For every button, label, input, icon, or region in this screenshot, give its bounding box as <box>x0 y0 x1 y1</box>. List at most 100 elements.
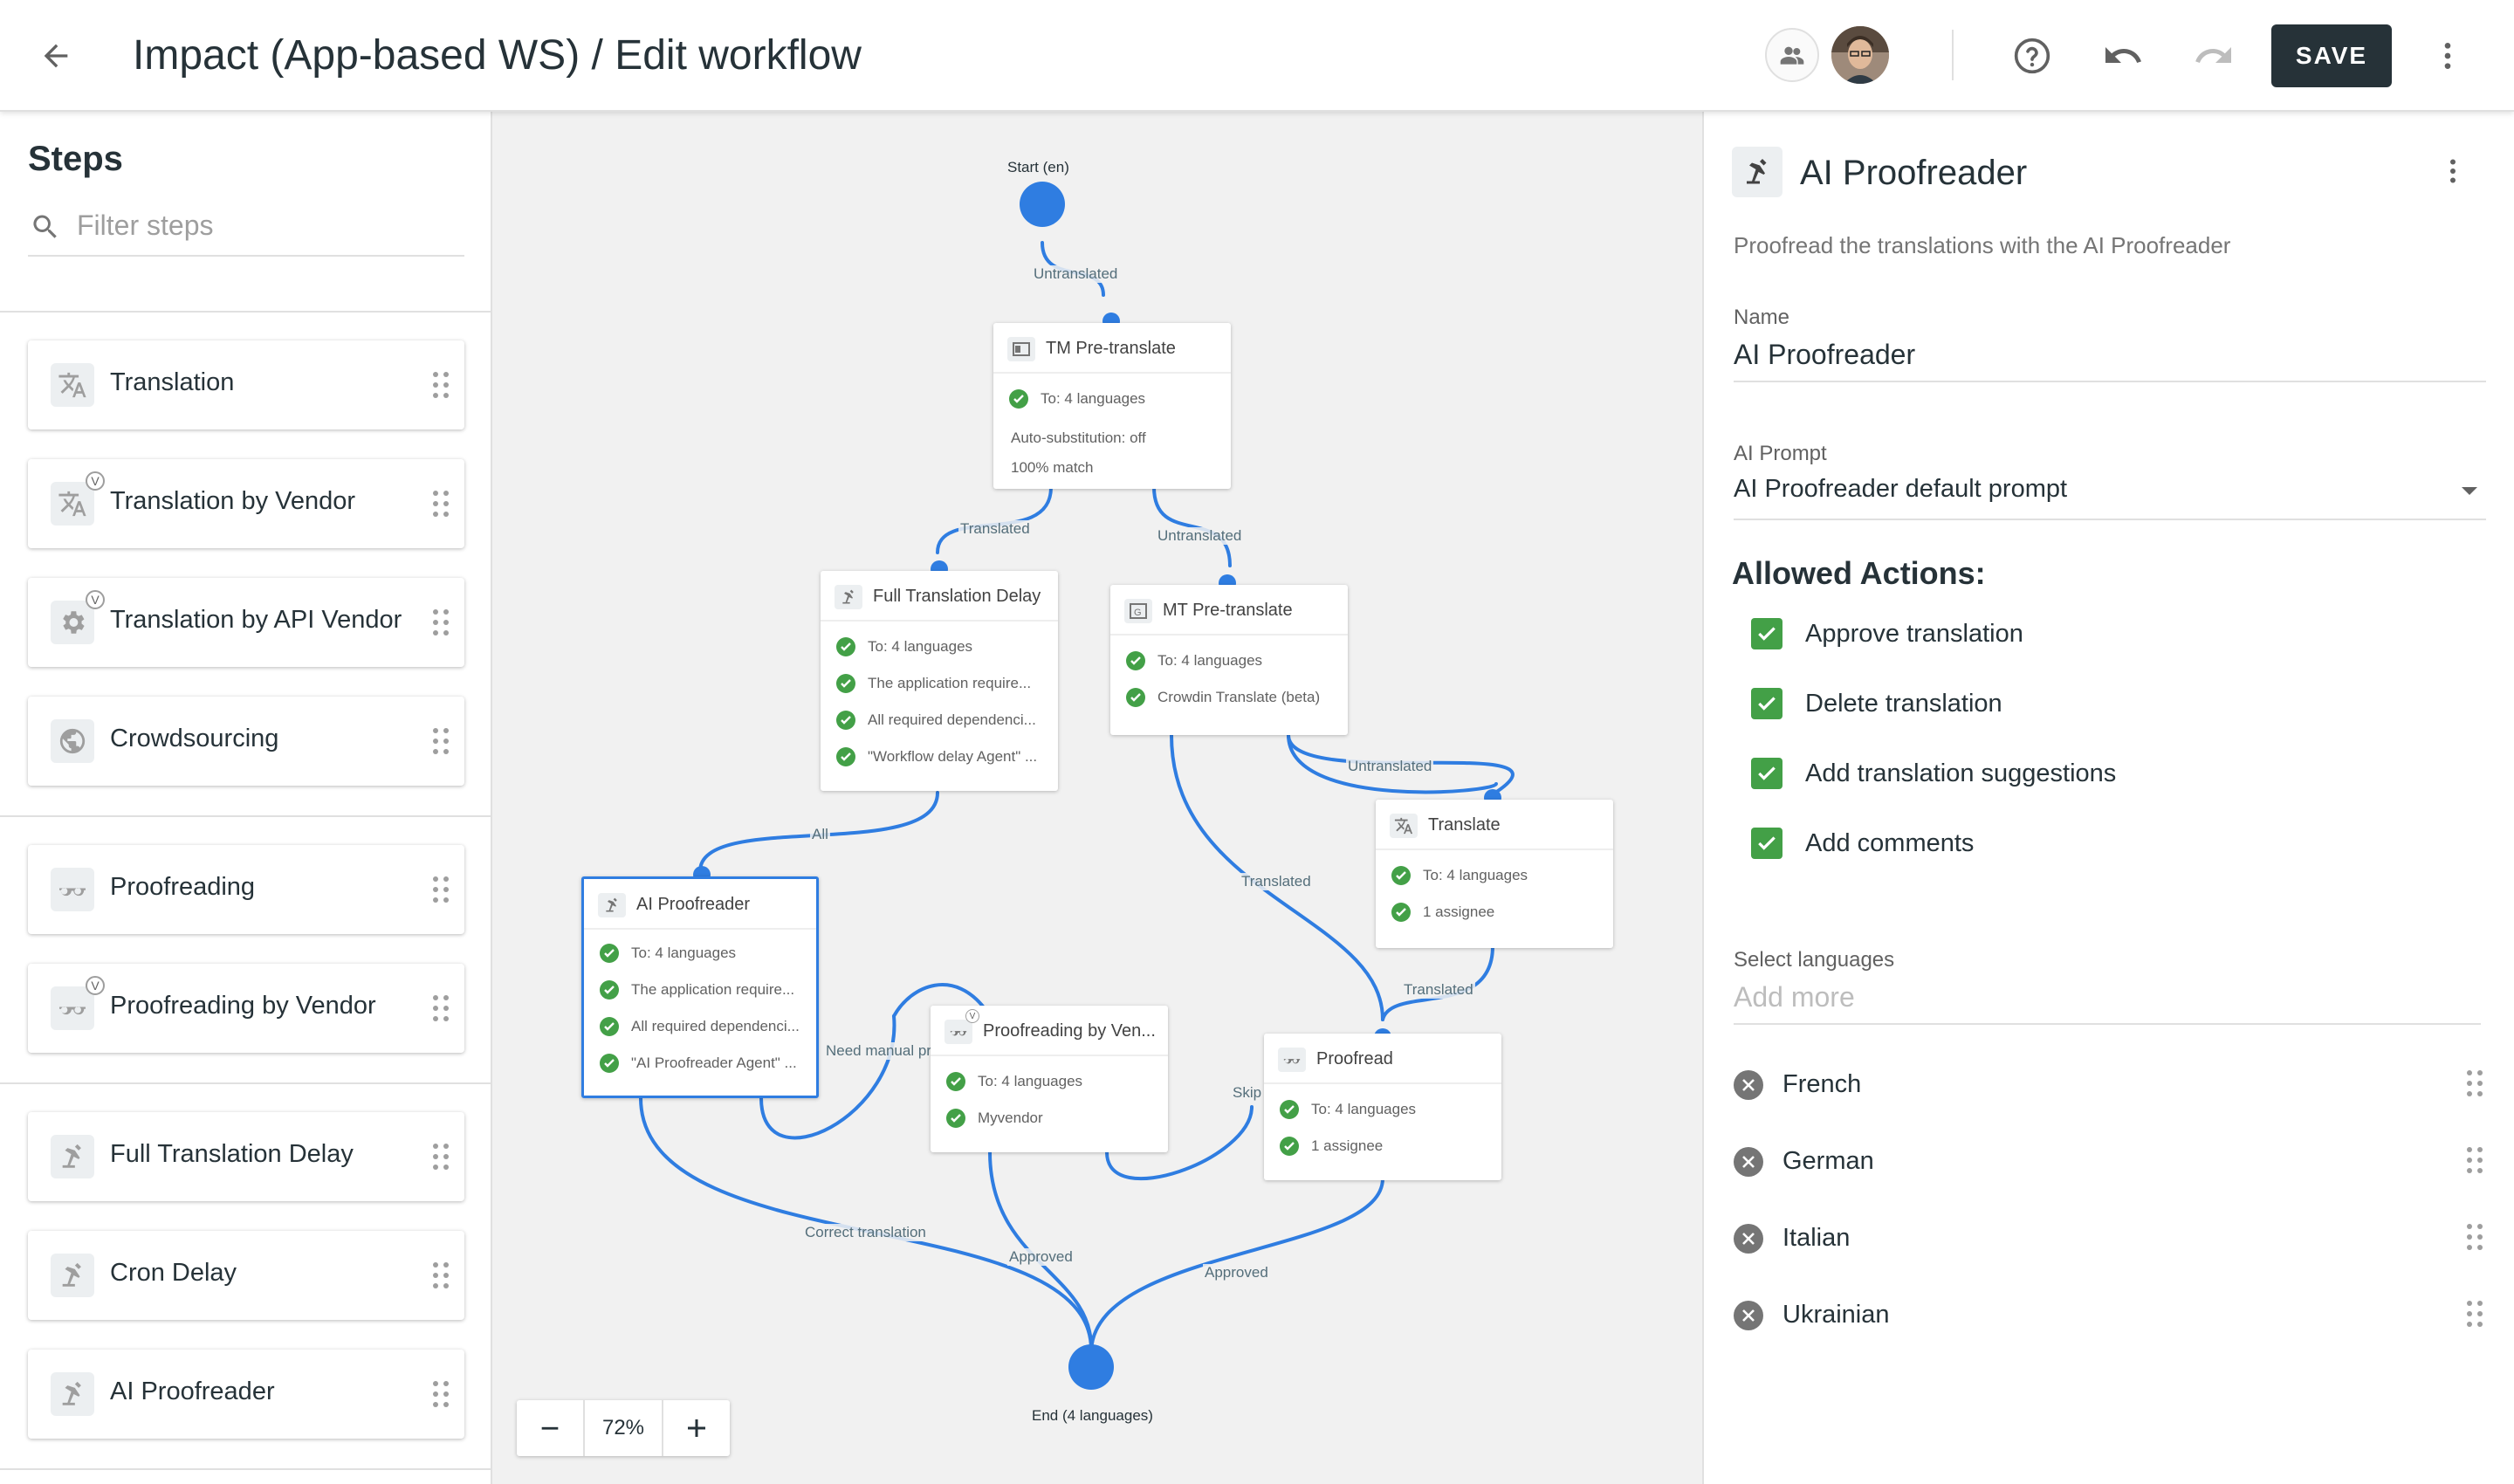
steps-sidebar: Steps Translation V Translation by Vendo… <box>0 112 492 1484</box>
redo-button[interactable] <box>2182 24 2245 87</box>
ai-prompt-select[interactable]: AI Proofreader default prompt <box>1734 470 2486 520</box>
node-detail: To: 4 languages <box>836 637 972 656</box>
step-crowdsourcing[interactable]: Crowdsourcing <box>28 697 464 786</box>
step-translation[interactable]: Translation <box>28 340 464 429</box>
close-icon <box>1742 1233 1755 1245</box>
ai-prompt-label: AI Prompt <box>1734 442 1827 465</box>
step-ai-proofreader[interactable]: AI Proofreader <box>28 1350 464 1439</box>
checkbox-checked-icon[interactable] <box>1751 828 1782 859</box>
language-item-french: French <box>1734 1063 2486 1107</box>
add-language-input[interactable] <box>1734 976 2481 1018</box>
glasses-icon <box>944 1020 972 1044</box>
robot-arm-icon <box>62 1381 81 1405</box>
node-translate[interactable]: Translate To: 4 languages 1 assignee <box>1376 800 1613 948</box>
vendor-badge: V <box>86 471 105 491</box>
undo-button[interactable] <box>2092 24 2154 87</box>
step-icon-box <box>51 363 94 407</box>
action-add-comments[interactable]: Add comments <box>1751 826 1974 861</box>
zoom-in-button[interactable] <box>663 1400 730 1456</box>
checkbox-checked-icon[interactable] <box>1751 688 1782 719</box>
vendor-badge: V <box>86 976 105 995</box>
header-divider <box>1952 30 1954 80</box>
step-translation-by-vendor[interactable]: V Translation by Vendor <box>28 459 464 548</box>
panel-description: Proofread the translations with the AI P… <box>1734 232 2231 258</box>
translate-icon <box>1390 814 1418 838</box>
step-cron-delay[interactable]: Cron Delay <box>28 1231 464 1320</box>
language-name: German <box>1782 1147 1874 1175</box>
mt-icon: G <box>1124 599 1152 623</box>
name-input[interactable] <box>1734 333 2486 375</box>
more-menu-button[interactable] <box>2416 24 2479 87</box>
help-button[interactable] <box>2001 24 2064 87</box>
people-icon <box>1780 46 1804 65</box>
arrow-left-icon <box>44 44 68 68</box>
action-delete-translation[interactable]: Delete translation <box>1751 686 2002 721</box>
node-detail: 1 assignee <box>1280 1137 1383 1156</box>
action-add-translation-suggestions[interactable]: Add translation suggestions <box>1751 756 2116 791</box>
node-detail: The application require... <box>600 980 794 1000</box>
check-circle-icon <box>836 711 855 730</box>
drag-handle-icon[interactable] <box>431 1379 450 1409</box>
node-full-translation-delay[interactable]: Full Translation Delay To: 4 languages T… <box>821 571 1058 791</box>
panel-title: AI Proofreader <box>1800 154 2028 192</box>
node-tm-pre-translate[interactable]: TM Pre-translate To: 4 languages Auto-su… <box>993 323 1231 489</box>
filter-steps-input[interactable] <box>77 206 452 244</box>
node-detail: All required dependenci... <box>600 1017 800 1036</box>
remove-language-button[interactable] <box>1734 1070 1763 1100</box>
node-proofread[interactable]: Proofread To: 4 languages 1 assignee <box>1264 1034 1501 1180</box>
action-label: Add translation suggestions <box>1805 759 2117 787</box>
drag-handle-icon[interactable] <box>431 993 450 1023</box>
node-header: Full Translation Delay <box>821 571 1058 622</box>
close-icon <box>1742 1079 1755 1091</box>
node-header: G MT Pre-translate <box>1110 585 1348 636</box>
drag-handle-icon[interactable] <box>2465 1145 2484 1175</box>
edge-label: All <box>810 826 830 843</box>
remove-language-button[interactable] <box>1734 1224 1763 1254</box>
node-header: Translate <box>1376 800 1613 850</box>
drag-handle-icon[interactable] <box>431 370 450 400</box>
collaborators-button[interactable] <box>1765 28 1819 82</box>
edge-label: Need manual pr <box>824 1042 933 1060</box>
user-avatar[interactable] <box>1831 26 1889 84</box>
drag-handle-icon[interactable] <box>431 1142 450 1171</box>
group-divider <box>0 815 491 817</box>
node-proofreading-by-vendor[interactable]: V Proofreading by Ven... To: 4 languages… <box>931 1006 1168 1152</box>
workflow-canvas[interactable]: Start (en) End (4 languages) Untranslate… <box>492 112 1702 1484</box>
drag-handle-icon[interactable] <box>431 875 450 904</box>
check-circle-icon <box>600 980 619 1000</box>
vendor-badge: V <box>86 590 105 609</box>
check-circle-icon <box>1391 903 1411 922</box>
drag-handle-icon[interactable] <box>431 489 450 519</box>
drag-handle-icon[interactable] <box>431 608 450 637</box>
step-proofreading[interactable]: Proofreading <box>28 845 464 934</box>
more-vertical-icon <box>2450 159 2456 183</box>
back-button[interactable] <box>31 31 80 80</box>
language-name: Italian <box>1782 1224 1851 1252</box>
drag-handle-icon[interactable] <box>431 726 450 756</box>
group-divider <box>0 1082 491 1084</box>
step-label: Full Translation Delay <box>110 1140 354 1168</box>
checkbox-checked-icon[interactable] <box>1751 758 1782 789</box>
drag-handle-icon[interactable] <box>2465 1299 2484 1329</box>
panel-more-button[interactable] <box>2435 154 2470 189</box>
zoom-out-button[interactable] <box>517 1400 583 1456</box>
redo-icon <box>2195 47 2231 63</box>
user-avatar-image <box>1831 26 1889 84</box>
step-proofreading-by-vendor[interactable]: V Proofreading by Vendor <box>28 964 464 1053</box>
drag-handle-icon[interactable] <box>2465 1068 2484 1098</box>
node-ai-proofreader[interactable]: AI Proofreader To: 4 languages The appli… <box>581 876 819 1098</box>
remove-language-button[interactable] <box>1734 1301 1763 1330</box>
remove-language-button[interactable] <box>1734 1147 1763 1177</box>
name-label: Name <box>1734 306 1790 329</box>
save-button[interactable]: SAVE <box>2271 24 2392 87</box>
checkbox-checked-icon[interactable] <box>1751 618 1782 649</box>
check-circle-icon <box>1280 1137 1299 1156</box>
node-mt-pre-translate[interactable]: G MT Pre-translate To: 4 languages Crowd… <box>1110 585 1348 735</box>
action-approve-translation[interactable]: Approve translation <box>1751 616 2023 651</box>
node-header: TM Pre-translate <box>993 323 1231 374</box>
step-full-translation-delay[interactable]: Full Translation Delay <box>28 1112 464 1201</box>
step-label: Translation by API Vendor <box>110 606 402 634</box>
drag-handle-icon[interactable] <box>431 1261 450 1290</box>
drag-handle-icon[interactable] <box>2465 1222 2484 1252</box>
step-translation-by-api-vendor[interactable]: V Translation by API Vendor <box>28 578 464 667</box>
